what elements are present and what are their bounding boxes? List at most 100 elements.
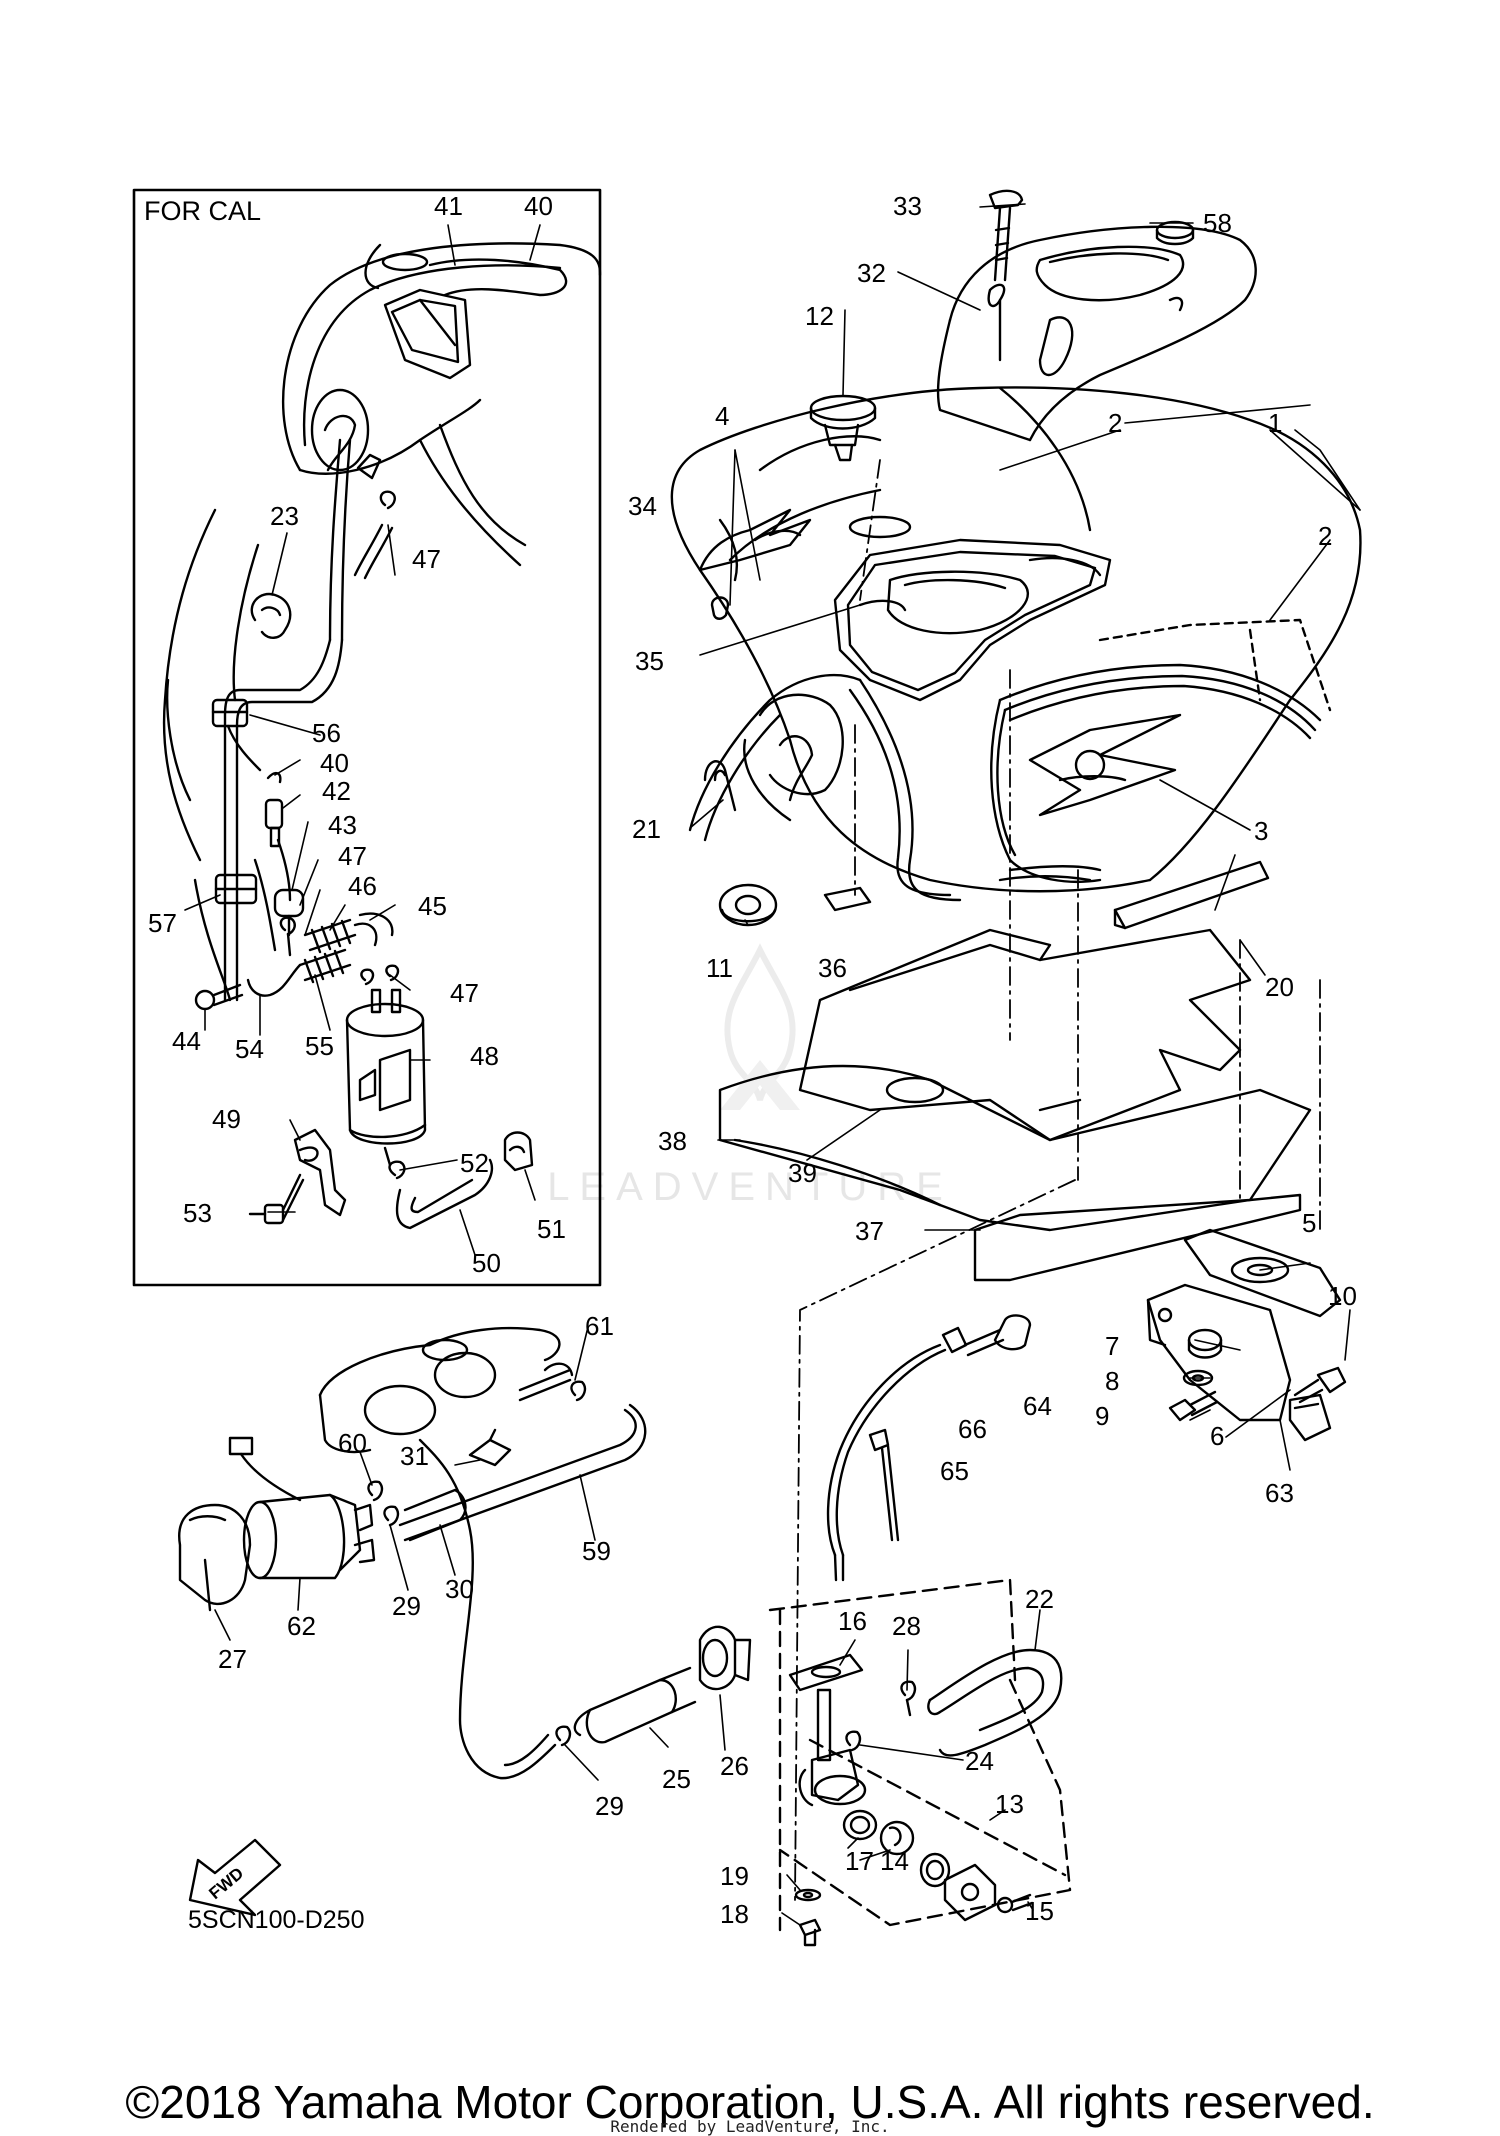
inset-frame xyxy=(132,188,602,1287)
callout-53: 53 xyxy=(183,1198,212,1228)
callout-12: 12 xyxy=(805,301,834,331)
clamp-31 xyxy=(468,1428,512,1467)
spring-hose-55 xyxy=(298,948,352,984)
tank-cover-32 xyxy=(936,225,1257,442)
tank-knee-recess xyxy=(743,693,844,822)
tank-cap-opening xyxy=(833,515,1112,702)
callout-29-lower: 29 xyxy=(595,1791,624,1821)
cap-58 xyxy=(1155,220,1195,246)
tank-emblem-3 xyxy=(1028,713,1182,817)
callout-16: 16 xyxy=(838,1606,867,1636)
callout-58: 58 xyxy=(1203,208,1232,238)
callout-21: 21 xyxy=(632,814,661,844)
callout-6: 6 xyxy=(1210,1421,1224,1451)
bolt-44 xyxy=(194,983,244,1011)
leadventure-watermark-logo xyxy=(720,943,800,1110)
hose-22 xyxy=(927,1648,1063,1757)
callout-28: 28 xyxy=(892,1611,921,1641)
callout-47-inset-top: 47 xyxy=(412,544,441,574)
clamp-28 xyxy=(900,1680,917,1717)
hose-21 xyxy=(703,760,737,812)
protector-37 xyxy=(973,1193,1302,1282)
callout-51: 51 xyxy=(537,1214,566,1244)
callout-22: 22 xyxy=(1025,1584,1054,1614)
fuel-tank-1 xyxy=(670,386,1362,902)
inset-fuel-tank xyxy=(282,242,602,567)
callout-labels: 41 40 23 47 56 40 42 43 47 46 45 57 47 4… xyxy=(148,191,1357,1934)
clamp-52 xyxy=(388,1160,406,1180)
callout-17: 17 xyxy=(845,1846,874,1876)
gasket-14 xyxy=(879,1820,915,1856)
heat-shield-39 xyxy=(798,928,1252,1142)
callout-39: 39 xyxy=(788,1158,817,1188)
bolt-9 xyxy=(1168,1390,1219,1422)
fuel-cock-body xyxy=(798,1688,867,1807)
callout-30: 30 xyxy=(445,1574,474,1604)
fuel-pump-62 xyxy=(228,1436,376,1580)
callout-26: 26 xyxy=(720,1751,749,1781)
alignment-lines xyxy=(794,459,1321,1901)
hose-43 xyxy=(273,888,305,937)
callout-1: 1 xyxy=(1268,408,1282,438)
callout-10: 10 xyxy=(1328,1281,1357,1311)
callout-9: 9 xyxy=(1095,1401,1109,1431)
cable xyxy=(826,1343,947,1582)
inset-frame-tubes xyxy=(162,438,352,1002)
heat-shield-38 xyxy=(718,1064,1312,1232)
callout-50: 50 xyxy=(472,1248,501,1278)
clamp-24 xyxy=(845,1730,862,1752)
knob-64 xyxy=(963,1314,1032,1357)
callout-32: 32 xyxy=(857,258,886,288)
bracket-6 xyxy=(1146,1283,1292,1422)
gasket-35 xyxy=(858,599,907,612)
callout-64: 64 xyxy=(1023,1391,1052,1421)
callout-38: 38 xyxy=(658,1126,687,1156)
callout-42: 42 xyxy=(322,776,351,806)
callout-5: 5 xyxy=(1302,1208,1316,1238)
fuel-pump-48 xyxy=(345,988,427,1167)
callout-33: 33 xyxy=(893,191,922,221)
inset-title: FOR CAL xyxy=(144,196,261,226)
bolt-18 xyxy=(798,1918,822,1947)
callout-25: 25 xyxy=(662,1764,691,1794)
callout-27: 27 xyxy=(218,1644,247,1674)
callout-57: 57 xyxy=(148,908,177,938)
damper-strip-20 xyxy=(1113,860,1270,930)
nut-66 xyxy=(941,1326,968,1354)
fwd-arrow xyxy=(188,1838,282,1917)
clip-47-mid xyxy=(279,916,296,957)
callout-14: 14 xyxy=(880,1846,909,1876)
clamp-60 xyxy=(367,1480,384,1502)
callout-66: 66 xyxy=(958,1414,987,1444)
lower-leader-lines xyxy=(214,1326,1041,1926)
callout-18: 18 xyxy=(720,1899,749,1929)
callout-4: 4 xyxy=(715,401,729,431)
callout-65: 65 xyxy=(940,1456,969,1486)
callout-54: 54 xyxy=(235,1034,264,1064)
spring-hose-46 xyxy=(303,912,394,954)
plate-13 xyxy=(943,1863,997,1922)
fuel-cap-12 xyxy=(809,394,877,462)
hose-59 xyxy=(398,1403,647,1542)
callout-47-inset-mid: 47 xyxy=(338,841,367,871)
clamp-61 xyxy=(570,1380,587,1402)
callout-59: 59 xyxy=(582,1536,611,1566)
callout-7: 7 xyxy=(1105,1331,1119,1361)
grommet-11 xyxy=(718,883,778,927)
screw-15 xyxy=(996,1893,1034,1914)
clip-51 xyxy=(503,1131,534,1172)
diagram-code: 5SCN100-D250 xyxy=(188,1906,365,1934)
bolt-33 xyxy=(988,189,1024,282)
callout-40-inset-mid: 40 xyxy=(320,748,349,778)
inset-leader-lines xyxy=(184,224,541,1256)
callout-62: 62 xyxy=(287,1611,316,1641)
collar-7 xyxy=(1187,1328,1223,1359)
callout-63: 63 xyxy=(1265,1478,1294,1508)
copyright-notice: ©2018 Yamaha Motor Corporation, U.S.A. A… xyxy=(125,2076,1375,2128)
gasket-ring xyxy=(919,1852,951,1888)
tank-mount-5 xyxy=(1183,1228,1342,1318)
throttle-body-assembly xyxy=(318,1326,574,1454)
callout-37: 37 xyxy=(855,1216,884,1246)
clamp-29-lower xyxy=(555,1725,572,1747)
cable-tie-65 xyxy=(868,1428,900,1542)
